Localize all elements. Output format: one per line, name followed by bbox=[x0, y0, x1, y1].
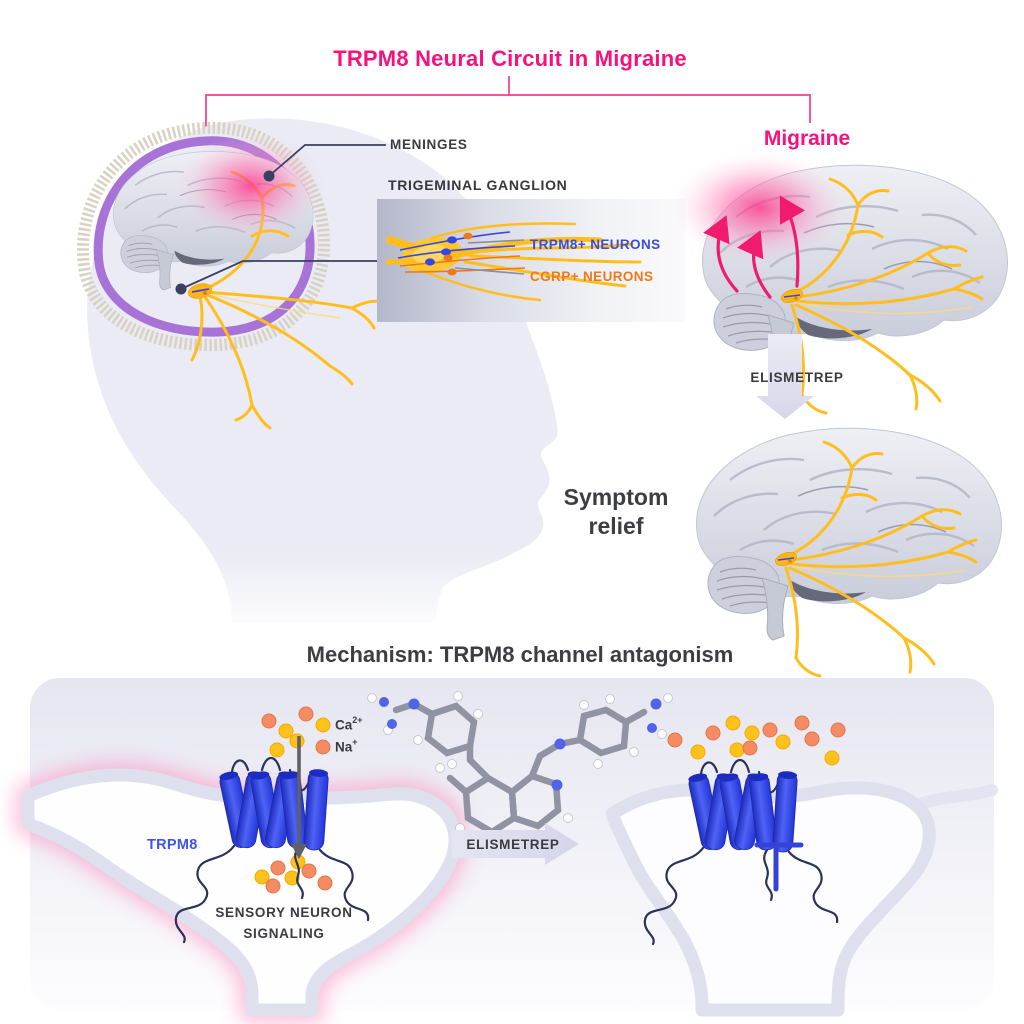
trpm8-neurons-label: TRPM8+ NEURONS bbox=[530, 237, 661, 252]
relief-brain-illustration bbox=[695, 427, 1003, 678]
callout-lines bbox=[180, 144, 386, 290]
meninges-callout-dot bbox=[263, 170, 275, 182]
sensory-signaling-line1: SENSORY NEURON bbox=[215, 905, 353, 920]
mechanism-panel-art bbox=[15, 678, 998, 1022]
inset-leader-lines bbox=[454, 239, 525, 275]
sodium-charge: + bbox=[352, 737, 358, 747]
ganglion-callout-dot bbox=[175, 283, 187, 295]
title-bracket bbox=[205, 76, 811, 133]
neuron-membrane-left bbox=[21, 768, 462, 1017]
ganglion-inset-panel bbox=[377, 199, 685, 322]
elismetrep-down-arrow bbox=[756, 334, 814, 419]
elismetrep-right-arrow bbox=[452, 823, 579, 865]
calcium-legend-label: Ca2+ bbox=[335, 715, 363, 733]
head-fade-overlay bbox=[55, 552, 575, 632]
trpm8-channel-label: TRPM8 bbox=[147, 837, 198, 853]
elismetrep-label-top: ELISMETREP bbox=[750, 370, 844, 385]
symptom-relief-line2: relief bbox=[588, 513, 644, 539]
ion-flux-arrow bbox=[291, 736, 307, 859]
migraine-pain-hotspot-right bbox=[672, 152, 848, 264]
symptom-relief-label: Symptom relief bbox=[564, 483, 669, 541]
ion-dots-left-below bbox=[254, 854, 333, 894]
migraine-label: Migraine bbox=[763, 127, 851, 150]
mechanism-heading: Mechanism: TRPM8 channel antagonism bbox=[306, 642, 734, 667]
sodium-legend-label: Na+ bbox=[335, 737, 358, 755]
meninges-label: MENINGES bbox=[390, 137, 468, 152]
skull-band bbox=[77, 121, 331, 352]
calcium-legend-dot bbox=[315, 717, 331, 733]
migraine-brain-illustration bbox=[672, 152, 1009, 415]
head-with-brain-illustration bbox=[77, 118, 558, 623]
sensory-signaling-line2: SIGNALING bbox=[243, 926, 325, 941]
elismetrep-molecule bbox=[367, 691, 673, 847]
page-title: TRPM8 Neural Circuit in Migraine bbox=[333, 46, 687, 71]
sodium-legend-dot bbox=[315, 739, 331, 755]
sensory-signaling-label: SENSORY NEURON SIGNALING bbox=[215, 902, 352, 944]
pain-signal-arrows bbox=[703, 195, 806, 299]
migraine-pain-hotspot bbox=[176, 134, 324, 238]
symptom-relief-line1: Symptom bbox=[563, 484, 669, 510]
cgrp-neurons-label: CGRP+ NEURONS bbox=[530, 269, 654, 284]
ganglion-nerve-art bbox=[385, 222, 642, 302]
calcium-charge: 2+ bbox=[352, 715, 363, 725]
calcium-symbol: Ca bbox=[335, 717, 353, 733]
elismetrep-label-bottom: ELISMETREP bbox=[466, 837, 560, 852]
antagonist-block-symbol bbox=[754, 842, 804, 892]
trigeminal-ganglion-heading: TRIGEMINAL GANGLION bbox=[388, 177, 568, 193]
sodium-symbol: Na bbox=[335, 739, 353, 755]
ion-dots-right-outside bbox=[667, 715, 846, 766]
